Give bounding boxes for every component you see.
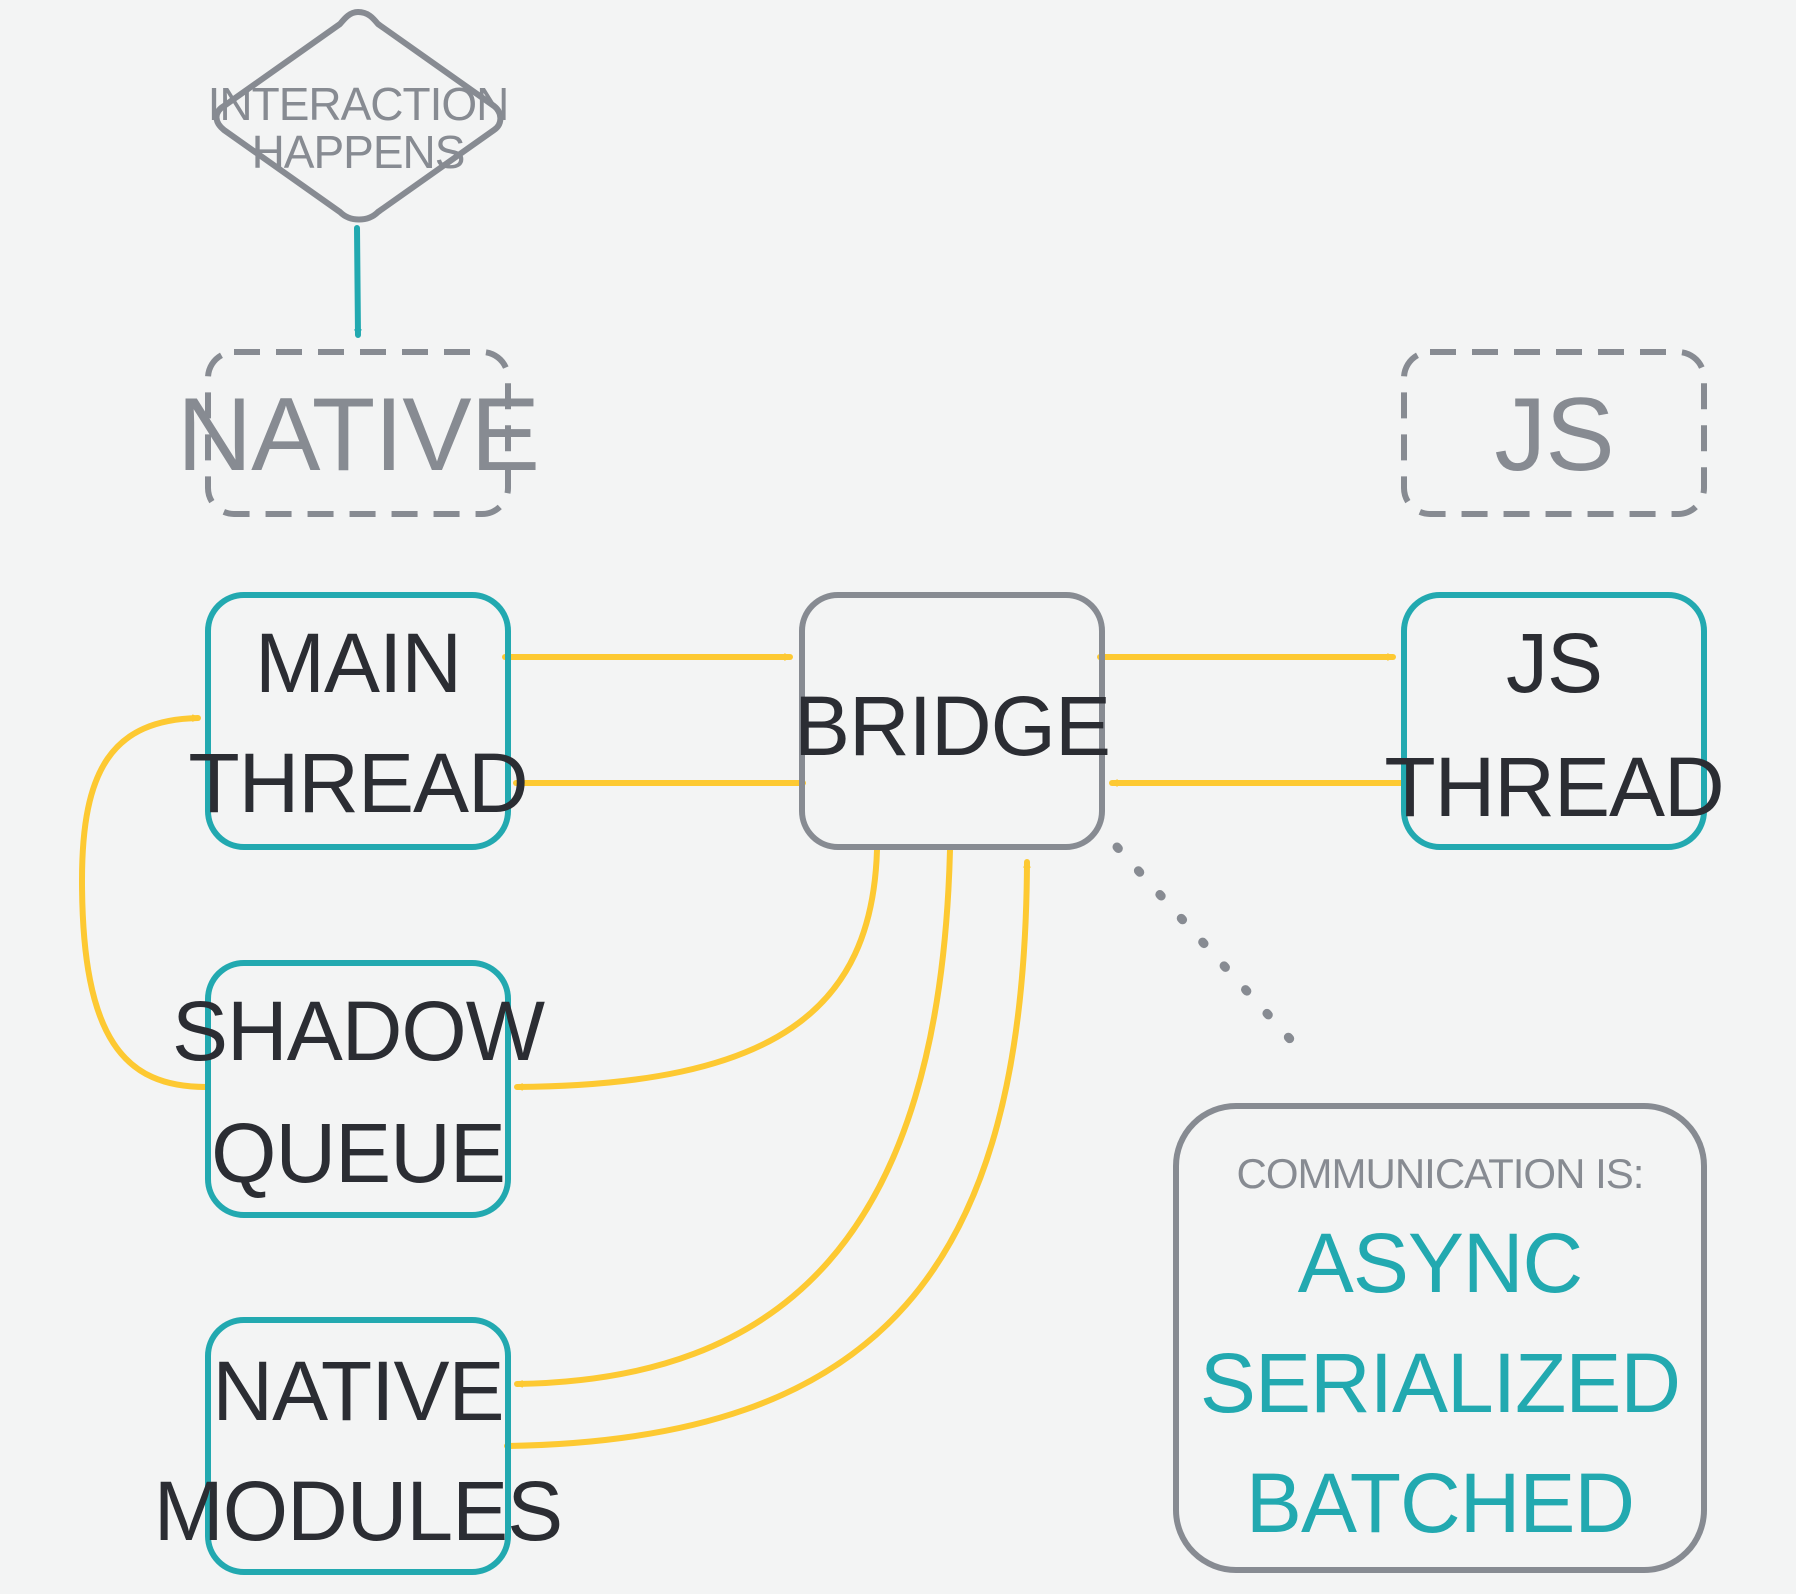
communication-note-box xyxy=(1173,1103,1707,1573)
communication-note: COMMUNICATION IS: ASYNC SERIALIZED BATCH… xyxy=(1173,1103,1707,1573)
communication-heading: COMMUNICATION IS: xyxy=(1237,1150,1644,1197)
js-thread-label-line2: THREAD xyxy=(1384,740,1723,834)
interaction-node: INTERACTION HAPPENS xyxy=(208,9,509,223)
native-group-label: NATIVE xyxy=(177,377,539,493)
arrow-bridge-to-shadow xyxy=(514,847,880,1091)
interaction-label-line2: HAPPENS xyxy=(252,126,465,178)
interaction-label-line1: INTERACTION xyxy=(208,78,509,130)
shadow-queue-node: SHADOW QUEUE xyxy=(172,960,546,1218)
interaction-diamond-shape xyxy=(213,9,504,223)
js-group-label: JS xyxy=(1494,377,1613,493)
bridge-node: BRIDGE xyxy=(794,592,1111,850)
arrow-interaction-to-native xyxy=(354,225,362,338)
native-modules-node: NATIVE MODULES xyxy=(154,1317,563,1575)
main-thread-label-line2: THREAD xyxy=(188,736,527,830)
js-thread-box xyxy=(1401,592,1707,850)
shadow-queue-label-line2: QUEUE xyxy=(211,1106,505,1200)
js-thread-node: JS THREAD xyxy=(1384,592,1725,850)
communication-item-batched: BATCHED xyxy=(1246,1456,1634,1550)
native-modules-box xyxy=(205,1317,511,1575)
connectors xyxy=(78,225,1411,1449)
communication-item-async: ASYNC xyxy=(1298,1216,1582,1310)
native-group: NATIVE xyxy=(177,349,540,517)
native-modules-label-line1: NATIVE xyxy=(212,1344,503,1438)
arrow-shadow-to-main xyxy=(78,714,209,1090)
communication-item-serialized: SERIALIZED xyxy=(1200,1336,1680,1430)
js-thread-label-line1: JS xyxy=(1506,616,1602,710)
annotation-dotted-line xyxy=(1112,842,1313,1064)
js-group-frame xyxy=(1401,349,1707,517)
shadow-queue-label-line1: SHADOW xyxy=(172,984,545,1078)
main-thread-label-line1: MAIN xyxy=(255,616,461,710)
shadow-queue-box xyxy=(205,960,511,1218)
native-group-frame xyxy=(205,349,511,517)
arrow-bridge-to-modules xyxy=(514,847,953,1388)
main-thread-node: MAIN THREAD xyxy=(188,592,529,850)
bridge-box xyxy=(799,592,1105,850)
js-group: JS xyxy=(1401,349,1707,517)
native-modules-label-line2: MODULES xyxy=(154,1464,562,1558)
main-thread-box xyxy=(205,592,511,850)
bridge-label: BRIDGE xyxy=(794,679,1110,773)
arrow-modules-to-bridge xyxy=(504,859,1031,1449)
